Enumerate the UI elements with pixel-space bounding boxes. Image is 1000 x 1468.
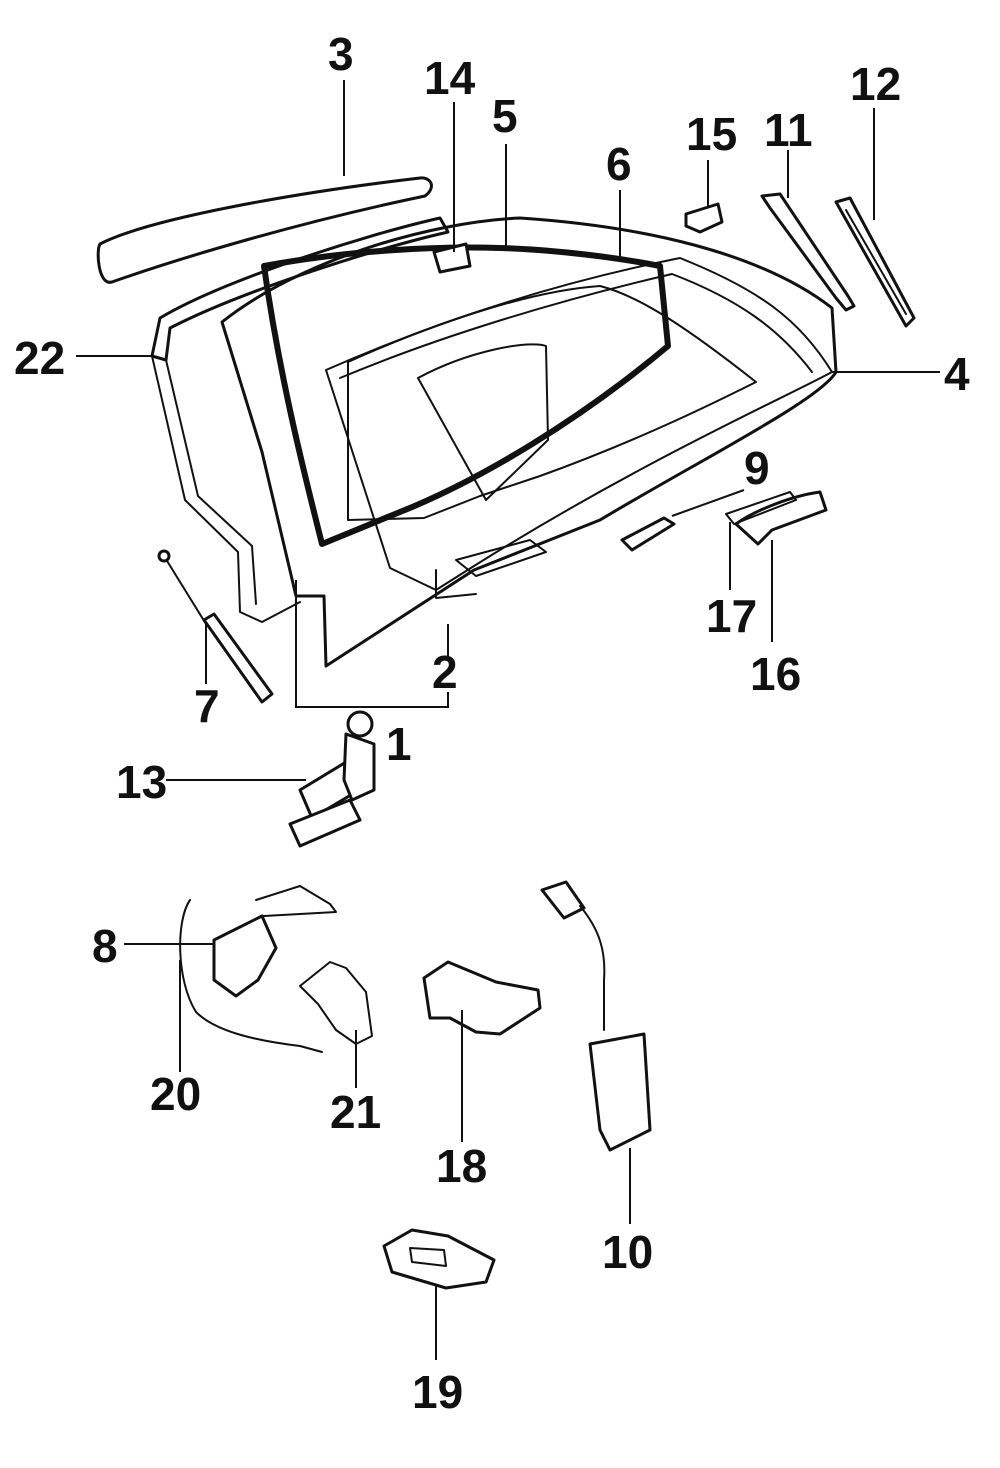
assembly-bracket [295,580,449,708]
callout-11: 11 [764,104,813,156]
callout-1: 1 [386,718,412,770]
callout-8: 8 [92,920,118,972]
license-lamp-part [620,516,676,552]
gas-strut-part [157,549,274,704]
glass-frame-part [347,285,757,521]
weatherstrip-part [150,216,450,623]
glass-seal-part [261,244,671,547]
liftgate-panel-part [220,216,838,668]
callout-16: 16 [750,648,801,700]
callout-3: 3 [328,28,354,80]
handle-part [734,490,828,546]
callout-14: 14 [424,52,476,104]
wiper-blade-part [834,196,916,328]
callout-2: 2 [432,646,458,698]
latch-part [179,885,337,1053]
lock-cylinder-part [540,880,652,1152]
washer-nozzle-part [684,202,724,234]
handle-bezel-part [725,491,797,525]
callout-9: 9 [744,442,770,494]
callout-4: 4 [944,348,970,400]
leader-lines [76,80,940,1360]
callout-21: 21 [330,1086,381,1138]
handle-recess-part [417,343,549,599]
callout-6: 6 [606,138,632,190]
callout-10: 10 [602,1226,653,1278]
callout-5: 5 [492,90,518,142]
wiper-arm-part [760,192,856,312]
latch-cover-part [382,1228,496,1290]
callout-18: 18 [436,1140,487,1192]
callout-20: 20 [150,1068,201,1120]
callout-19: 19 [412,1366,463,1418]
callout-17: 17 [706,590,757,642]
callout-7: 7 [194,680,220,732]
wiper-motor-part [288,710,376,848]
callout-15: 15 [686,108,737,160]
spoiler-part [96,176,433,284]
striker-bracket-part [299,961,373,1045]
callout-22: 22 [14,332,65,384]
callout-13: 13 [116,756,167,808]
stop-lamp-part [432,242,472,274]
lock-actuator-part [422,960,542,1036]
callout-12: 12 [850,58,901,110]
